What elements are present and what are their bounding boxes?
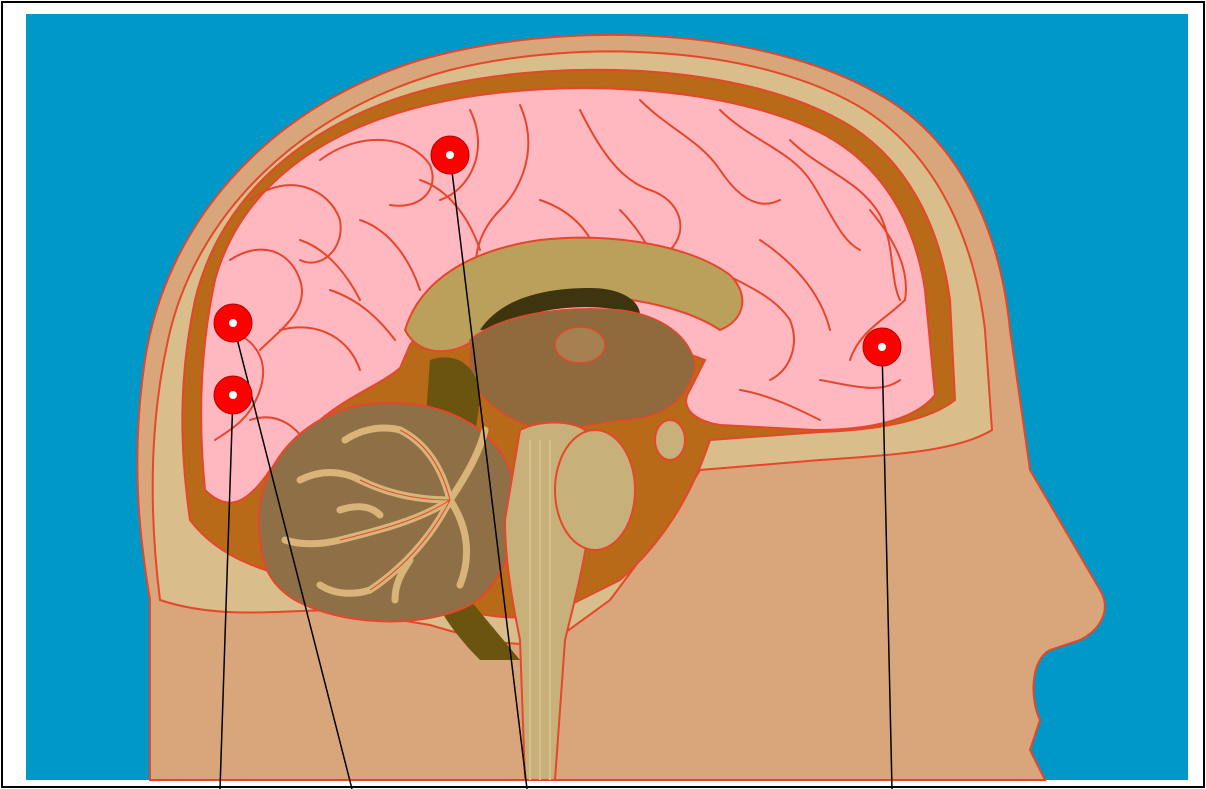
- pituitary-region: [655, 420, 685, 460]
- interthalamic-adhesion: [555, 327, 605, 363]
- marker-center-dot: [446, 151, 454, 159]
- marker-center-dot: [229, 391, 237, 399]
- marker-4[interactable]: [863, 328, 901, 366]
- marker-3[interactable]: [431, 136, 469, 174]
- cerebellum: [258, 403, 515, 622]
- marker-center-dot: [878, 343, 886, 351]
- marker-1[interactable]: [214, 304, 252, 342]
- pons: [555, 430, 635, 550]
- marker-center-dot: [229, 319, 237, 327]
- marker-2[interactable]: [214, 376, 252, 414]
